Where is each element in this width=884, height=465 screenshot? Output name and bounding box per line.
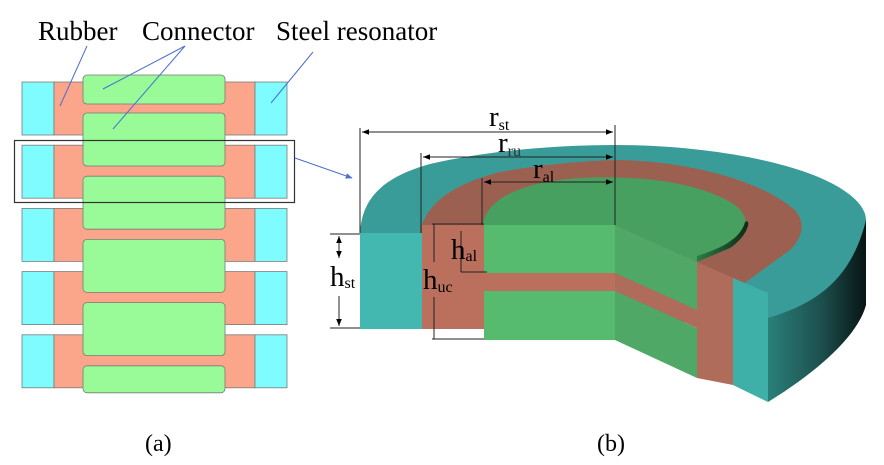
- steel-resonator-right: [254, 207, 288, 262]
- connector-block: [82, 74, 226, 105]
- h-st-label: hst: [330, 261, 356, 293]
- connector-block: [82, 302, 226, 357]
- steel-resonator-right: [254, 271, 288, 326]
- steel-resonator-left: [21, 207, 55, 262]
- steel-resonator-left: [21, 271, 55, 326]
- steel-resonator-right: [254, 334, 288, 389]
- steel-resonator-left: [21, 81, 55, 136]
- steel-resonator-right: [254, 144, 288, 199]
- h-al-label: hal: [451, 234, 478, 266]
- steel-cut-face-side: [733, 278, 768, 402]
- connector-rim: [697, 221, 749, 262]
- panel-b-3d-unit-cell: [360, 145, 866, 402]
- steel-outer-side: [768, 220, 866, 402]
- connector-label: Connector: [142, 16, 254, 46]
- rubber-web-cut-face-front: [484, 273, 615, 291]
- r-st-label: rst: [489, 101, 510, 134]
- unit-cell-highlight-box: [13, 139, 296, 204]
- connector-lower-cut-face-front: [484, 291, 615, 340]
- dimension-labels: rst rru ral hst huc hal: [330, 101, 555, 296]
- rubber-cut-face-side: [697, 262, 733, 385]
- connector-block: [82, 112, 226, 167]
- steel-resonator-left: [21, 334, 55, 389]
- steel-resonator-left: [21, 144, 55, 199]
- r-al-label: ral: [533, 153, 555, 186]
- connector-upper-cut-face-side: [615, 225, 697, 310]
- caption-a: (a): [145, 431, 172, 457]
- connector-top-disk: [483, 177, 746, 262]
- steel-resonator-label: Steel resonator: [276, 16, 437, 46]
- r-ru-label: rru: [498, 127, 521, 160]
- rubber-cut-face-front: [422, 225, 484, 329]
- steel-cut-face-front: [360, 233, 422, 329]
- caption-b: (b): [597, 431, 625, 457]
- dimension-lines: [330, 125, 616, 340]
- connector-block: [82, 365, 226, 394]
- connector-lower-cut-face-side: [615, 291, 697, 378]
- connector-upper-cut-face-front: [484, 225, 615, 273]
- rubber-label: Rubber: [38, 16, 117, 46]
- steel-leader-line: [270, 51, 314, 104]
- leader-lines: [59, 45, 314, 130]
- connector-block: [82, 238, 226, 293]
- connector-leader-line-1: [102, 45, 186, 90]
- h-uc-label: huc: [423, 264, 453, 296]
- rubber-leader-line: [59, 45, 88, 107]
- connector-leader-line-2: [112, 45, 186, 130]
- zoom-arrow: [294, 157, 353, 179]
- panel-a: [21, 74, 288, 394]
- rubber-web-cut-face-side: [615, 273, 697, 328]
